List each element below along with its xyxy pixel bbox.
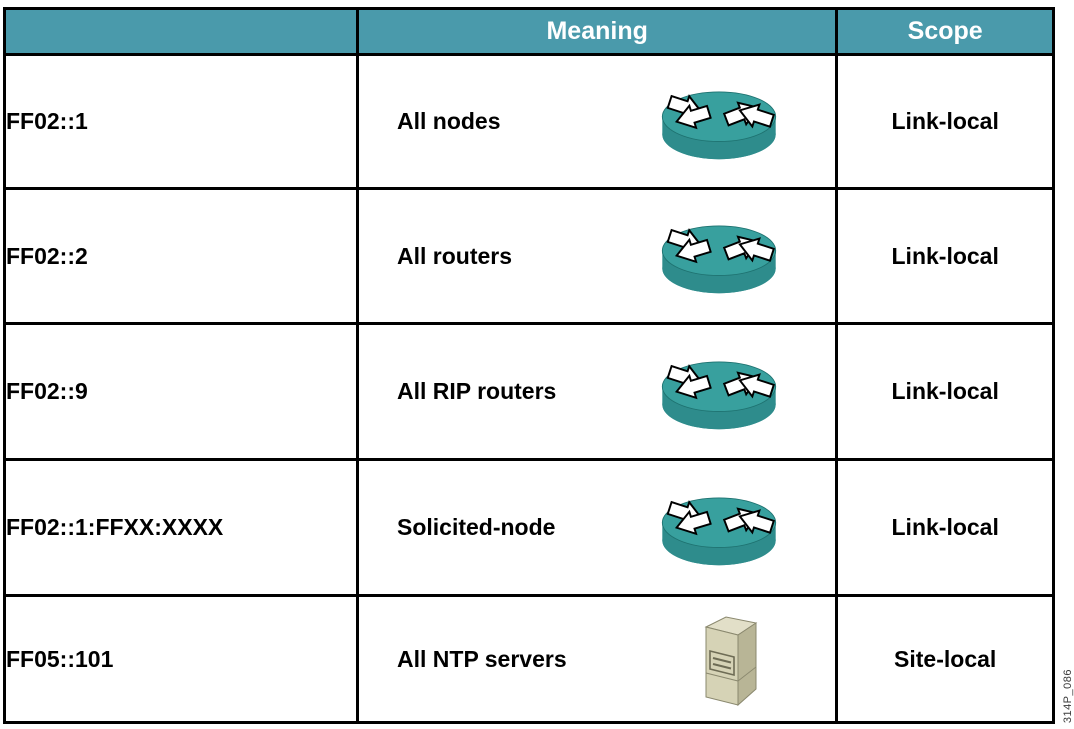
meaning-label: All NTP servers [397, 645, 567, 672]
scope-cell: Link-local [835, 187, 1055, 325]
meaning-cell: Solicited-node [355, 458, 839, 597]
meaning-label: All RIP routers [397, 378, 557, 404]
address-cell: FF02::1 [3, 53, 359, 190]
figure-id-watermark: 314P_086 [1062, 668, 1074, 723]
header-address [3, 7, 359, 56]
table-row: FF02::1 All nodes Link-local [3, 53, 1055, 190]
scope-cell: Link-local [835, 322, 1055, 461]
scope-cell: Link-local [835, 458, 1055, 597]
meaning-cell: All nodes [355, 53, 839, 190]
address-cell: FF02::9 [3, 322, 359, 461]
meaning-cell: All RIP routers [355, 322, 839, 461]
router-icon [657, 210, 781, 302]
meaning-label: All nodes [397, 108, 501, 134]
address-cell: FF02::1:FFXX:XXXX [3, 458, 359, 597]
meaning-label: All routers [397, 242, 513, 269]
router-icon [657, 482, 781, 574]
router-icon [657, 346, 781, 438]
table-row: FF05::101 All NTP servers Site-local [3, 594, 1055, 724]
address-cell: FF02::2 [3, 187, 359, 325]
header-row: Meaning Scope [3, 7, 1055, 56]
meaning-label: Solicited-node [397, 514, 556, 540]
meaning-cell: All routers [355, 187, 839, 325]
scope-cell: Link-local [835, 53, 1055, 190]
table-row: FF02::9 All RIP routers Link-local [3, 322, 1055, 461]
meaning-cell: All NTP servers [355, 594, 839, 724]
table-row: FF02::1:FFXX:XXXX Solicited-node Link-lo… [3, 458, 1055, 597]
multicast-address-table: Meaning Scope FF02::1 All nodes Link-loc… [3, 7, 1055, 724]
header-scope: Scope [835, 7, 1055, 56]
table-row: FF02::2 All routers Link-local [3, 187, 1055, 325]
address-cell: FF05::101 [3, 594, 359, 724]
scope-cell: Site-local [835, 594, 1055, 724]
router-icon [657, 76, 781, 168]
header-meaning: Meaning [355, 7, 839, 56]
server-icon [701, 609, 763, 709]
